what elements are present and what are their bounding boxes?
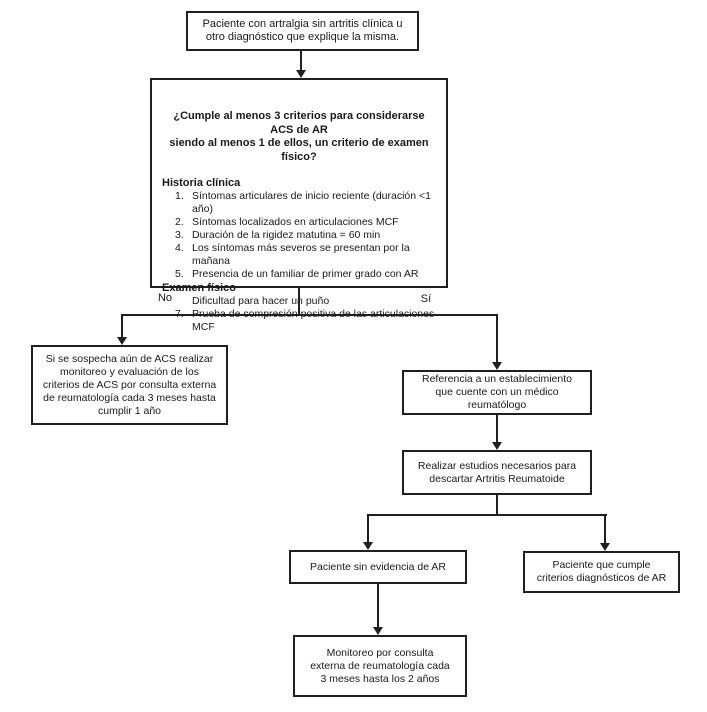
node-referral: Referencia a un establecimiento que cuen…	[402, 370, 592, 415]
arrowhead-referral	[492, 362, 502, 370]
connector-criteria-stem	[298, 288, 300, 315]
node-start-text: Paciente con artralgia sin artritis clín…	[202, 17, 403, 44]
connector-no-drop-line	[121, 314, 123, 338]
history-item-3: 3. Duración de la rigidez matutina = 60 …	[175, 229, 381, 241]
node-studies: Realizar estudios necesarios para descar…	[402, 450, 592, 495]
exam-heading: Examen físico	[162, 282, 236, 294]
node-no-evidence-text: Paciente sin evidencia de AR	[309, 560, 446, 573]
history-item-2: 2. Síntomas localizados en articulacione…	[175, 216, 399, 228]
criteria-question-line1: ¿Cumple al menos 3 criterios para consid…	[173, 110, 425, 136]
branch-label-no: No	[145, 292, 185, 305]
node-referral-text: Referencia a un establecimiento que cuen…	[421, 373, 572, 411]
connector-yes-drop-line	[496, 314, 498, 363]
criteria-question: ¿Cumple al menos 3 criterios para consid…	[162, 110, 436, 164]
arrowhead-meets-criteria	[600, 543, 610, 551]
history-item-1: 1. Síntomas articulares de inicio recien…	[175, 190, 431, 215]
node-no-evidence: Paciente sin evidencia de AR	[289, 550, 467, 584]
arrowhead-monitoring	[373, 627, 383, 635]
connector-split-left-line	[367, 514, 369, 543]
node-start: Paciente con artralgia sin artritis clín…	[186, 11, 419, 51]
arrowhead-no-evidence	[363, 542, 373, 550]
node-no-followup-text: Si se sospecha aún de ACS realizar monit…	[42, 352, 217, 417]
connector-studies-stem	[496, 495, 498, 516]
node-no-followup: Si se sospecha aún de ACS realizar monit…	[31, 345, 228, 425]
node-meets-criteria: Paciente que cumple criterios diagnóstic…	[523, 551, 680, 593]
arrowhead-no-followup	[117, 337, 127, 345]
node-monitoring: Monitoreo por consulta externa de reumat…	[293, 635, 467, 697]
criteria-question-line2: siendo al menos 1 de ellos, un criterio …	[169, 137, 429, 163]
branch-label-yes: Sí	[406, 293, 446, 306]
arrowhead-start-criteria	[296, 70, 306, 78]
connector-split-right-line	[604, 514, 606, 544]
history-item-5: 5. Presencia de un familiar de primer gr…	[175, 268, 419, 280]
connector-start-criteria-line	[300, 51, 302, 71]
node-criteria: ¿Cumple al menos 3 criterios para consid…	[150, 78, 448, 333]
connector-monitoring-line	[377, 584, 379, 628]
node-meets-criteria-text: Paciente que cumple criterios diagnóstic…	[536, 559, 667, 584]
history-heading: Historia clínica	[162, 177, 241, 189]
connector-split-horizontal	[367, 514, 607, 516]
history-item-4: 4. Los síntomas más severos se presentan…	[175, 242, 410, 267]
connector-branch-horizontal	[121, 314, 498, 316]
connector-referral-studies-line	[496, 415, 498, 443]
node-monitoring-text: Monitoreo por consulta externa de reumat…	[310, 646, 450, 685]
arrowhead-studies	[492, 442, 502, 450]
node-studies-text: Realizar estudios necesarios para descar…	[417, 459, 577, 485]
